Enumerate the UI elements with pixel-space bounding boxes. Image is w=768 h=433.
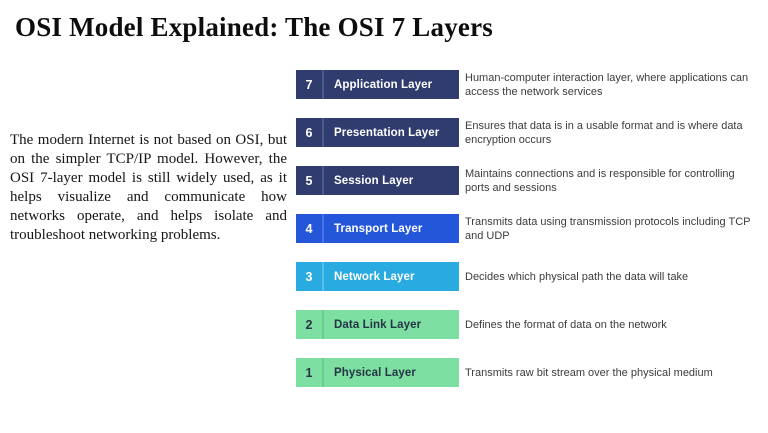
layer-description: Transmits data using transmission protoc…	[465, 215, 751, 242]
layer-box: 6 Presentation Layer	[296, 118, 459, 147]
layer-description: Defines the format of data on the networ…	[465, 318, 667, 331]
layer-number: 3	[296, 262, 324, 291]
layer-number: 4	[296, 214, 324, 243]
layer-box: 5 Session Layer	[296, 166, 459, 195]
page-title: OSI Model Explained: The OSI 7 Layers	[15, 12, 493, 42]
layer-number: 7	[296, 70, 324, 99]
layer-description: Ensures that data is in a usable format …	[465, 119, 743, 146]
layer-description: Human-computer interaction layer, where …	[465, 71, 749, 98]
layer-name: Data Link Layer	[334, 318, 422, 331]
osi-layer-row-2: 2 Data Link Layer Defines the format of …	[296, 310, 762, 339]
osi-layer-row-1: 1 Physical Layer Transmits raw bit strea…	[296, 358, 762, 387]
layer-description: Maintains connections and is responsible…	[465, 167, 735, 194]
layer-description: Transmits raw bit stream over the physic…	[465, 366, 713, 379]
layer-box: 3 Network Layer	[296, 262, 459, 291]
layer-number: 2	[296, 310, 324, 339]
layer-name: Transport Layer	[334, 222, 423, 235]
layer-box: 7 Application Layer	[296, 70, 459, 99]
layer-name: Physical Layer	[334, 366, 416, 379]
layer-number: 1	[296, 358, 324, 387]
intro-paragraph: The modern Internet is not based on OSI,…	[10, 132, 287, 243]
osi-layer-row-3: 3 Network Layer Decides which physical p…	[296, 262, 762, 291]
layer-box: 4 Transport Layer	[296, 214, 459, 243]
osi-layer-row-7: 7 Application Layer Human-computer inter…	[296, 70, 762, 99]
layer-number: 6	[296, 118, 324, 147]
layer-box: 1 Physical Layer	[296, 358, 459, 387]
layer-name: Session Layer	[334, 174, 414, 187]
layer-number: 5	[296, 166, 324, 195]
osi-layer-row-5: 5 Session Layer Maintains connections an…	[296, 166, 762, 195]
layer-name: Application Layer	[334, 78, 433, 91]
osi-layer-row-6: 6 Presentation Layer Ensures that data i…	[296, 118, 762, 147]
layer-description: Decides which physical path the data wil…	[465, 270, 689, 283]
layer-name: Presentation Layer	[334, 126, 440, 139]
layer-name: Network Layer	[334, 270, 415, 283]
osi-layer-row-4: 4 Transport Layer Transmits data using t…	[296, 214, 762, 243]
layer-box: 2 Data Link Layer	[296, 310, 459, 339]
